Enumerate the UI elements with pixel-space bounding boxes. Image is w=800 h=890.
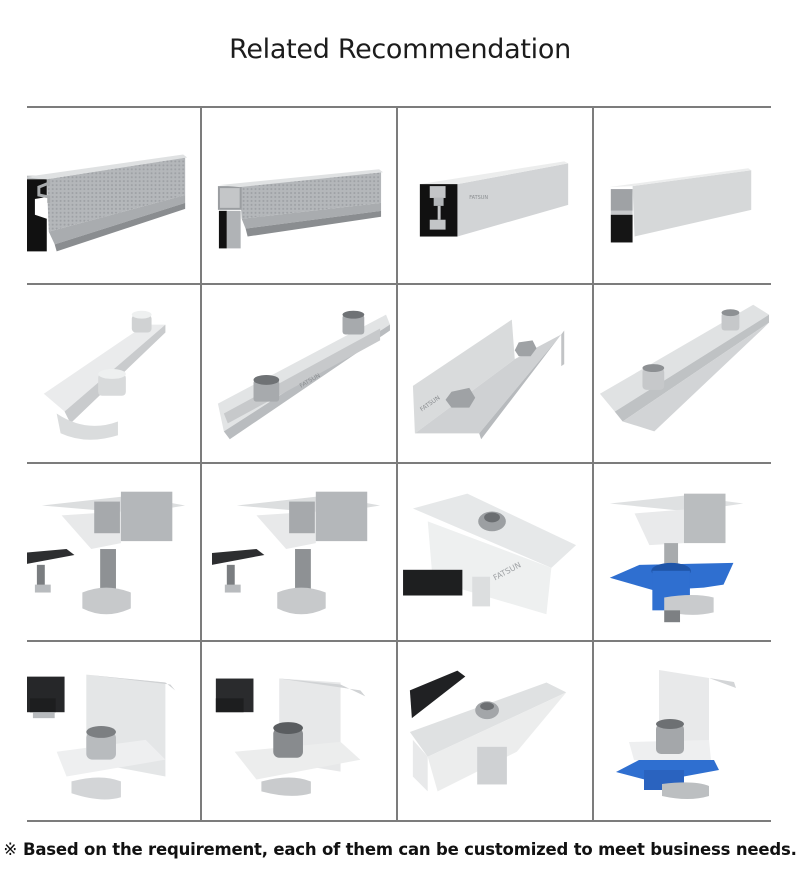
aluminum-rail-icon: FATSUN [419,161,569,237]
aluminum-rail-icon [217,169,384,249]
rail-splice-icon [599,304,770,432]
end-clamp-icon [215,678,366,796]
mid-clamp-icon [211,491,381,615]
product-tile-rail-c[interactable]: FATSUN [398,108,594,285]
product-grid: FATSUN FA [27,106,771,822]
product-tile-mid-clamp-blue[interactable] [594,464,771,642]
rail-splice-icon: FATSUN [217,310,390,440]
end-clamp-icon [616,670,736,799]
reference-mark-icon: ※ [3,840,17,859]
footnote-text: Based on the requirement, each of them c… [22,840,797,859]
mid-clamp-icon [609,493,744,623]
mid-clamp-icon: FATSUN [403,493,577,615]
product-tile-rail-b[interactable] [202,108,398,285]
rail-splice-icon: FATSUN [412,319,565,440]
product-tile-end-clamp-2[interactable] [202,642,398,820]
page-title: Related Recommendation [229,34,571,65]
customization-note: ※ Based on the requirement, each of them … [0,840,800,859]
product-tile-end-clamp-long[interactable] [398,642,594,820]
end-clamp-icon [409,670,567,792]
product-tile-mid-clamp-2[interactable] [202,464,398,642]
product-tile-end-clamp-1[interactable] [27,642,202,820]
product-tile-end-clamp-blue[interactable] [594,642,771,820]
aluminum-rail-icon [608,168,752,243]
product-tile-splice-u-socket[interactable]: FATSUN [202,285,398,464]
product-tile-rail-a[interactable] [27,108,202,285]
product-tile-mid-clamp-long[interactable]: FATSUN [398,464,594,642]
product-tile-splice-double[interactable] [594,285,771,464]
product-tile-splice-flat[interactable] [27,285,202,464]
rail-splice-icon [43,310,166,440]
mid-clamp-icon [27,491,186,615]
product-tile-mid-clamp-1[interactable] [27,464,202,642]
svg-text:FATSUN: FATSUN [469,195,488,201]
product-tile-splice-u-hex[interactable]: FATSUN [398,285,594,464]
aluminum-rail-icon [27,154,188,252]
end-clamp-icon [27,674,176,800]
product-tile-rail-d[interactable] [594,108,771,285]
